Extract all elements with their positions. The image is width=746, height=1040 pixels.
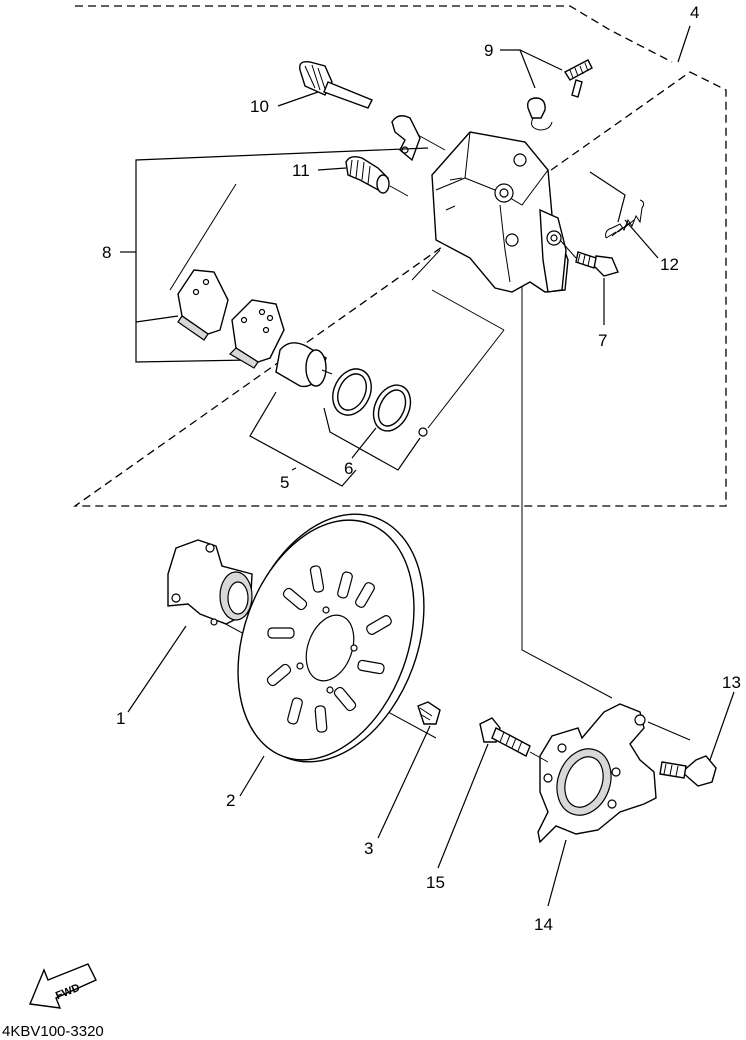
spring-part-12	[605, 199, 645, 239]
callout-2: 2	[226, 791, 235, 810]
callout-10: 10	[250, 97, 269, 116]
callout-11: 11	[292, 161, 310, 180]
leader-10	[277, 91, 319, 107]
callout-5: 5	[280, 473, 289, 492]
seal-guide-line-2	[427, 329, 505, 429]
leader-9b	[519, 49, 563, 71]
leader-1	[127, 625, 187, 713]
brake-pad-left	[177, 269, 229, 341]
bracket-bolt-part-13	[659, 755, 717, 787]
leader-4	[677, 25, 691, 63]
seal-guide-line	[431, 289, 505, 331]
clip-guide-line	[417, 134, 446, 151]
brake-disc-part-2	[237, 513, 425, 763]
callout-14: 14	[534, 915, 553, 934]
callout-6: 6	[344, 459, 353, 478]
callout-9: 9	[484, 41, 493, 60]
sleeve-part-11	[345, 155, 390, 194]
pad-outline-guide-2	[411, 249, 441, 281]
leader-5	[291, 467, 297, 471]
callout-13: 13	[722, 673, 741, 692]
caliper-bracket-part-14	[537, 703, 657, 844]
bolt-guide-line	[559, 239, 577, 259]
callout-8: 8	[102, 243, 111, 262]
bracket-5	[249, 391, 357, 487]
leader-12	[589, 171, 626, 223]
bracket-bolt-part-15	[479, 717, 531, 757]
bolt-15-guide-line	[529, 751, 549, 763]
leader-2	[239, 755, 265, 797]
callout-12: 12	[660, 255, 679, 274]
leader-9	[500, 49, 536, 89]
bolt-reference-line	[647, 721, 691, 741]
pad-pin-part-10	[299, 60, 373, 109]
callout-1: 1	[116, 709, 125, 728]
caliper-assembly-boundary	[72, 5, 727, 507]
bolt-part-7	[575, 251, 619, 277]
piston-part-5	[275, 342, 333, 388]
bleed-screw-part-9	[527, 59, 593, 131]
bracket-8-pad	[135, 315, 179, 323]
disc-bolt-part-3	[417, 701, 441, 725]
caliper-bracket-reference-line	[521, 285, 613, 699]
disc-hub-part-1	[167, 539, 253, 626]
leader-12b	[624, 219, 659, 259]
leader-15	[437, 743, 489, 869]
callout-3: 3	[364, 839, 373, 858]
leader-6	[351, 427, 377, 459]
leader-14	[547, 839, 567, 907]
leader-11	[317, 167, 347, 171]
leader-13	[709, 691, 735, 761]
brake-pad-right	[229, 299, 285, 369]
bracket-8	[135, 147, 429, 363]
diagram-code: 4KBV100-3320	[2, 1023, 104, 1040]
fwd-arrow-icon: FWD	[29, 963, 97, 1009]
callout-7: 7	[598, 331, 607, 350]
callout-4: 4	[690, 3, 699, 22]
piston-seal-part-6	[332, 368, 428, 437]
caliper-body	[431, 131, 569, 293]
pad-clip	[391, 115, 421, 162]
leader-3	[377, 725, 431, 839]
pad-outline-guide	[169, 183, 237, 291]
sleeve-guide-line	[389, 185, 409, 197]
bracket-6	[323, 407, 421, 471]
callout-15: 15	[426, 873, 445, 892]
